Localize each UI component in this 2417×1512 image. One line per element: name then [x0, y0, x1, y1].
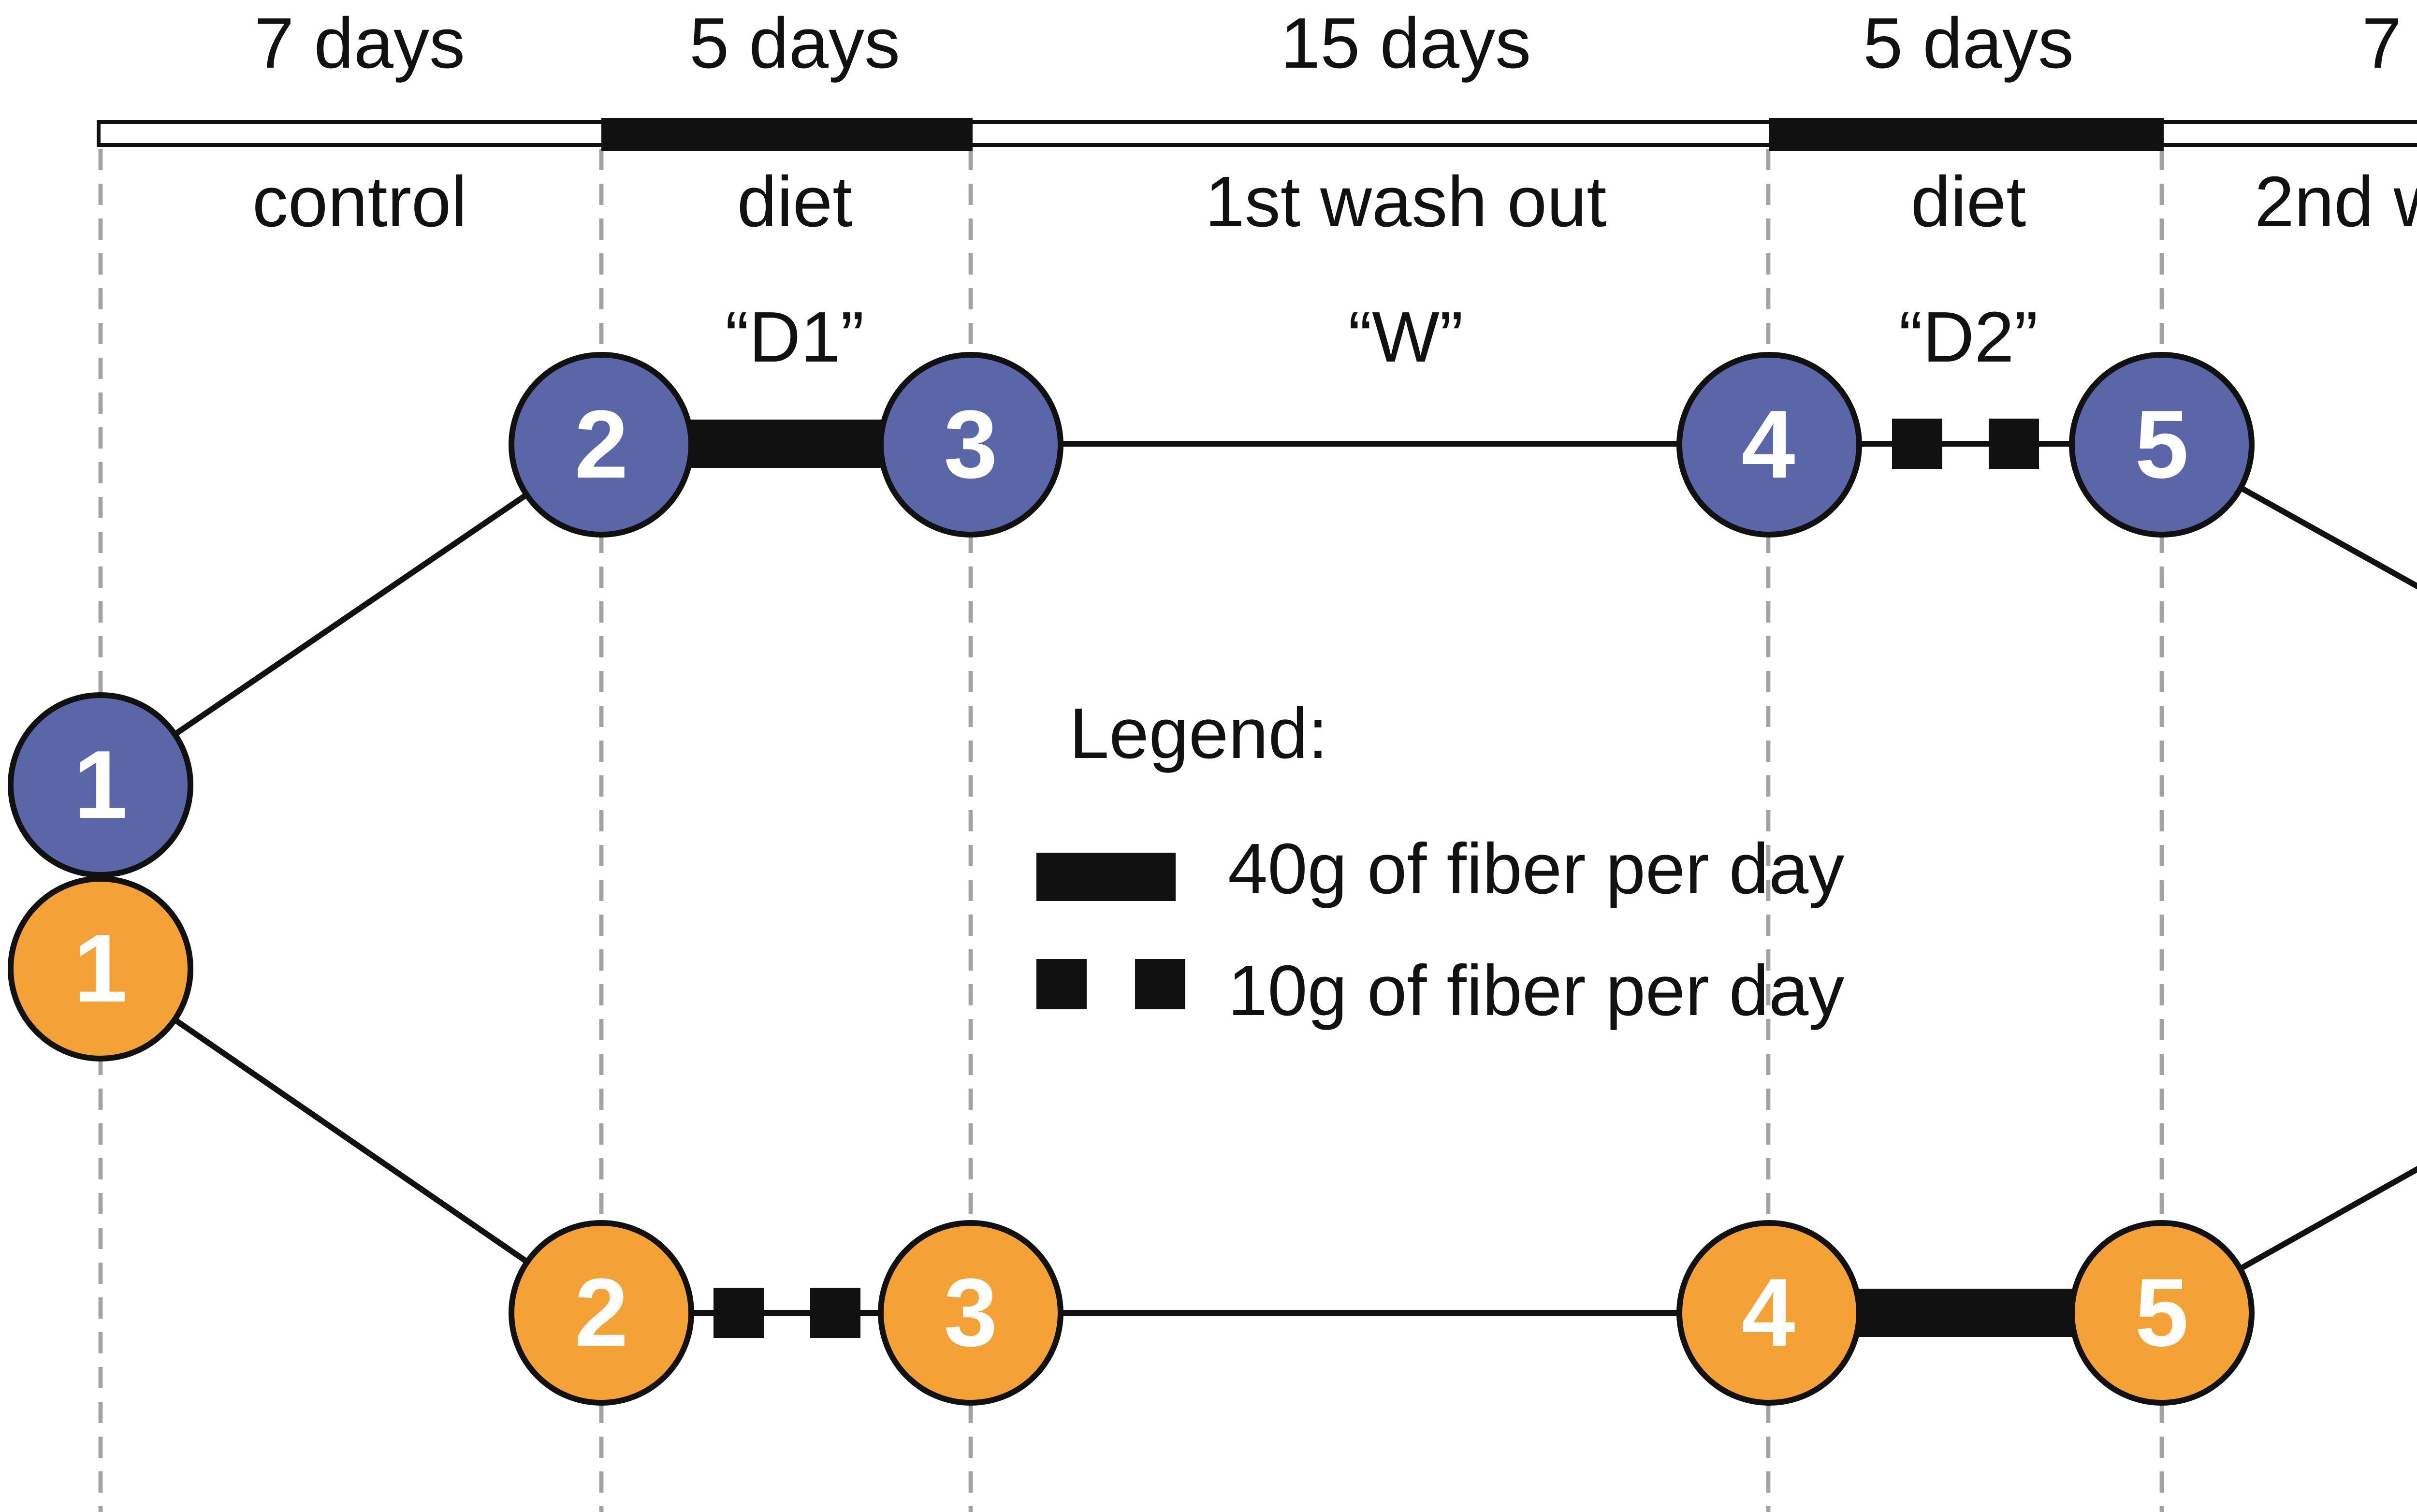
fiber-10g-dash-top-2	[1989, 419, 2039, 469]
legend-swatch-10g-square-1	[1036, 959, 1087, 1009]
duration-label: 7 days	[254, 4, 466, 83]
fiber-10g-dash-top-1	[1892, 419, 1942, 469]
node-blue-3: 3	[878, 351, 1063, 537]
duration-label: 5 days	[1863, 4, 2074, 83]
node-blue-5: 5	[2069, 351, 2255, 537]
timeline-bar	[97, 118, 2417, 151]
period-code-label: “W”	[1348, 298, 1464, 377]
phase-label: control	[252, 162, 467, 242]
edge-top-5-6	[2160, 441, 2417, 590]
edge-bottom-1-2	[99, 966, 603, 1315]
node-orange-3: 3	[878, 1220, 1063, 1406]
phase-label: 2nd wash out	[2254, 162, 2417, 242]
legend-title: Legend:	[1069, 694, 1328, 773]
legend-item-label: 40g of fiber per day	[1228, 829, 1845, 909]
node-blue-2: 2	[509, 351, 694, 537]
timeline-diet-segment-1	[601, 118, 973, 151]
duration-label: 7 days	[2361, 4, 2417, 83]
phase-label: 1st wash out	[1205, 162, 1607, 242]
node-orange-4: 4	[1675, 1220, 1861, 1406]
node-blue-1: 1	[8, 692, 193, 878]
node-orange-5: 5	[2069, 1220, 2255, 1406]
fiber-10g-dash-bottom-1	[713, 1288, 764, 1338]
legend-swatch-10g-square-2	[1135, 959, 1185, 1009]
duration-label: 15 days	[1280, 4, 1531, 83]
legend-item-label: 10g of fiber per day	[1228, 951, 1845, 1031]
node-orange-2: 2	[509, 1220, 694, 1406]
legend-swatch-40g-bar	[1036, 853, 1176, 901]
fiber-10g-dash-bottom-2	[810, 1288, 860, 1338]
phase-label: diet	[1910, 162, 2026, 242]
phase-label: diet	[737, 162, 853, 242]
timeline-diet-segment-2	[1768, 118, 2163, 151]
period-code-label: “D1”	[725, 298, 864, 377]
edge-bottom-5-6	[2160, 1166, 2417, 1316]
edge-top-1-2	[99, 441, 603, 787]
period-code-label: “D2”	[1899, 298, 2038, 377]
node-orange-1: 1	[8, 876, 193, 1061]
node-blue-4: 4	[1675, 351, 1861, 537]
duration-label: 5 days	[689, 4, 901, 83]
